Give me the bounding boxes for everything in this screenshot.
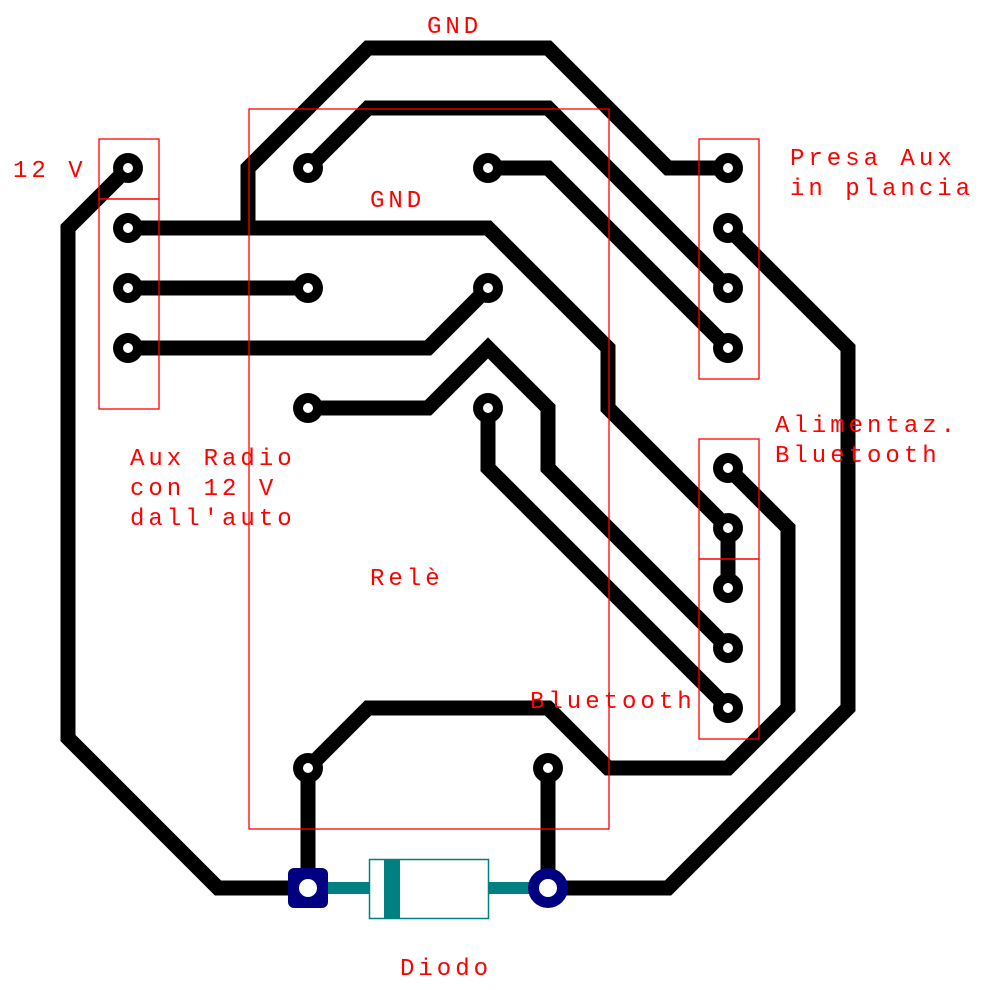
trace [480,408,734,714]
label-12v: 12 V [13,158,87,185]
trace [488,160,734,354]
component-outline [698,138,760,380]
pad-hole [723,283,733,293]
label-aux-2: con 12 V [130,476,277,503]
pad-hole [123,223,133,233]
label-alim-2: Bluetooth [775,443,941,470]
label-presa-2: in plancia [790,176,974,203]
label-gnd-inner: GND [370,188,425,215]
label-diodo: Diodo [400,956,492,983]
trace [308,337,734,654]
trace [300,462,796,888]
component-outlines [98,108,760,830]
diode-component [288,858,568,920]
pad-hole [303,163,313,173]
pad-hole [123,283,133,293]
pad-hole [303,403,313,413]
trace [302,100,734,294]
pad-hole [723,703,733,713]
pad-hole [723,223,733,233]
label-bluetooth: Bluetooth [530,689,696,716]
diode-pad-square-hole [299,879,317,897]
pad-hole [303,283,313,293]
label-aux-3: dall'auto [130,506,296,533]
trace [128,282,494,356]
component-outline [248,108,610,830]
pads [113,153,743,783]
pad-hole [723,523,733,533]
pad-hole [483,283,493,293]
label-alim-1: Alimentaz. [775,413,959,440]
pad-hole [123,343,133,353]
label-presa-1: Presa Aux [790,146,956,173]
pad-hole [723,343,733,353]
pad-hole [723,463,733,473]
pad-hole [303,763,313,773]
component-outline [698,558,760,740]
pad-hole [483,163,493,173]
pad-hole [723,163,733,173]
label-gnd-top: GND [427,14,482,41]
label-aux-1: Aux Radio [130,446,296,473]
pad-hole [483,403,493,413]
trace [240,40,728,228]
pad-hole [723,583,733,593]
trace [548,222,856,896]
copper-traces [60,40,856,896]
label-rele: Relè [370,566,444,593]
pad-hole [123,163,133,173]
component-outline [98,198,160,410]
diode-pad-round-hole [539,879,557,897]
diode-cathode-band [384,860,400,918]
pad-hole [723,643,733,653]
pad-hole [543,763,553,773]
trace [60,162,308,896]
